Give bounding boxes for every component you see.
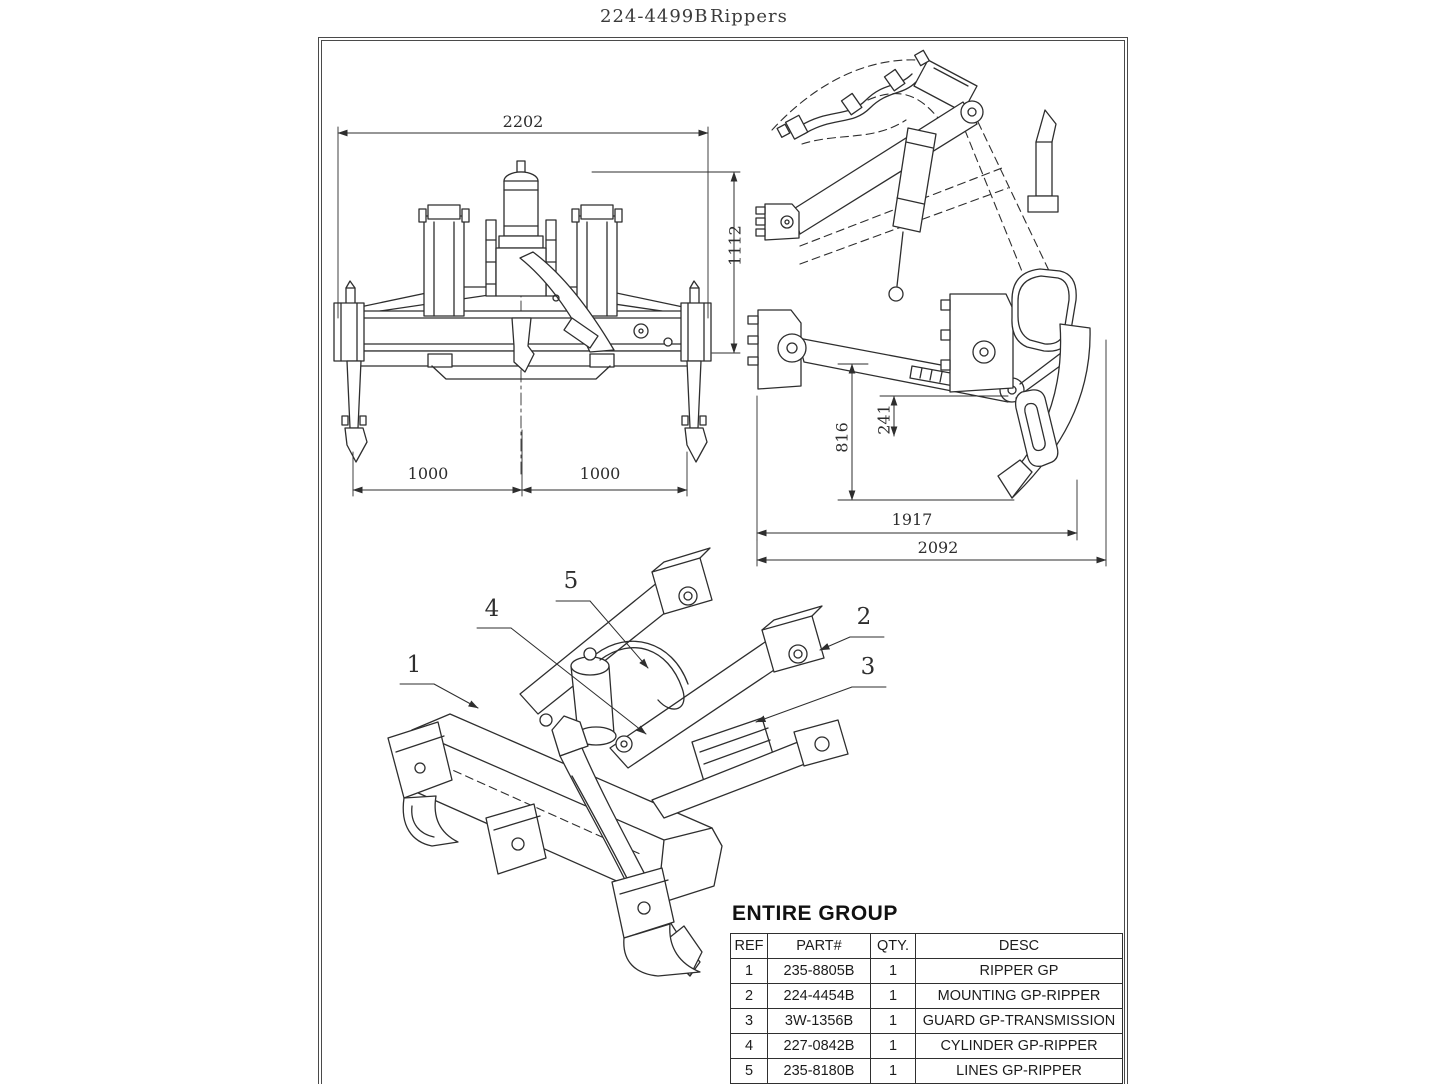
- parts-list-title: ENTIRE GROUP: [732, 902, 898, 925]
- col-header-desc: DESC: [915, 933, 1123, 959]
- cell-ref: 4: [730, 1033, 768, 1059]
- sheet-border-inner: [321, 40, 1125, 1084]
- col-header-part: PART#: [767, 933, 871, 959]
- cell-qty: 1: [870, 1008, 916, 1034]
- cell-ref: 1: [730, 958, 768, 984]
- dim-side-pivot-drop: 241: [874, 404, 894, 435]
- cell-qty: 1: [870, 958, 916, 984]
- dim-side-length-overall: 2092: [917, 538, 959, 557]
- cell-part: 235-8180B: [767, 1058, 871, 1084]
- dim-side-length-inner: 1917: [891, 510, 933, 529]
- isometric-view: [387, 547, 887, 977]
- col-header-qty: QTY.: [870, 933, 916, 959]
- cell-part: 227-0842B: [767, 1033, 871, 1059]
- cell-qty: 1: [870, 1058, 916, 1084]
- dim-front-overall-width: 2202: [502, 112, 544, 131]
- cell-qty: 1: [870, 983, 916, 1009]
- table-row: 4 227-0842B 1 CYLINDER GP-RIPPER: [730, 1033, 1123, 1059]
- front-view: [333, 126, 741, 497]
- callout-4: 4: [484, 596, 500, 622]
- dim-side-shank-depth: 816: [832, 422, 852, 453]
- callout-3: 3: [860, 654, 876, 680]
- cell-desc: GUARD GP-TRANSMISSION: [915, 1008, 1123, 1034]
- table-row: 2 224-4454B 1 MOUNTING GP-RIPPER: [730, 983, 1123, 1009]
- doc-number: 224-4499B: [600, 6, 709, 27]
- cell-qty: 1: [870, 1033, 916, 1059]
- sheet-border: [318, 37, 1128, 1084]
- callout-2: 2: [856, 604, 872, 630]
- cell-ref: 2: [730, 983, 768, 1009]
- dim-front-left-span: 1000: [407, 464, 449, 483]
- cell-part: 224-4454B: [767, 983, 871, 1009]
- col-header-ref: REF: [730, 933, 768, 959]
- cell-desc: LINES GP-RIPPER: [915, 1058, 1123, 1084]
- parts-list: ENTIRE GROUP REF PART# QTY. DESC 1 235-8…: [730, 902, 1124, 1084]
- parts-table: REF PART# QTY. DESC 1 235-8805B 1 RIPPER…: [730, 933, 1123, 1084]
- table-row: 3 3W-1356B 1 GUARD GP-TRANSMISSION: [730, 1008, 1123, 1034]
- cell-part: 235-8805B: [767, 958, 871, 984]
- side-view: [747, 49, 1107, 567]
- callout-1: 1: [406, 652, 422, 678]
- table-row: 1 235-8805B 1 RIPPER GP: [730, 958, 1123, 984]
- cell-part: 3W-1356B: [767, 1008, 871, 1034]
- dim-front-right-span: 1000: [579, 464, 621, 483]
- cell-ref: 3: [730, 1008, 768, 1034]
- dim-front-overall-height: 1112: [725, 225, 745, 266]
- cell-ref: 5: [730, 1058, 768, 1084]
- table-row: 5 235-8180B 1 LINES GP-RIPPER: [730, 1058, 1123, 1084]
- cell-desc: RIPPER GP: [915, 958, 1123, 984]
- cell-desc: CYLINDER GP-RIPPER: [915, 1033, 1123, 1059]
- parts-table-header-row: REF PART# QTY. DESC: [730, 933, 1123, 959]
- callout-5: 5: [563, 568, 579, 594]
- cell-desc: MOUNTING GP-RIPPER: [915, 983, 1123, 1009]
- doc-title: Rippers: [710, 6, 788, 27]
